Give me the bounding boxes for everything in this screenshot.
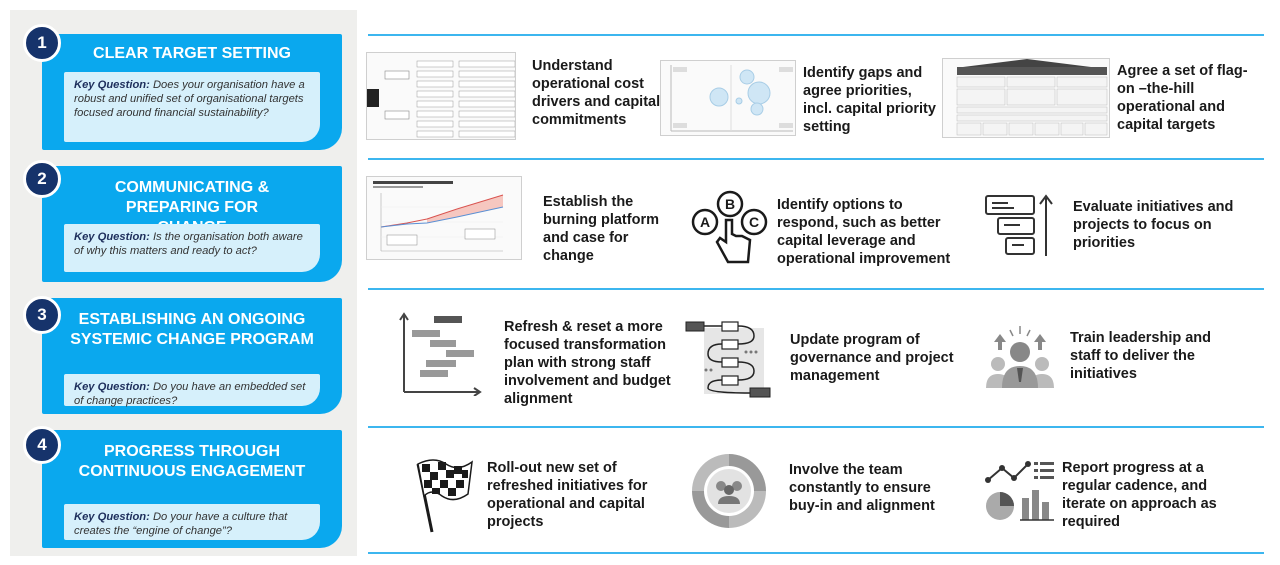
stage-1-number-badge: 1 bbox=[23, 24, 61, 62]
priority-list-icon bbox=[984, 192, 1058, 260]
bubble-chart-thumbnail bbox=[660, 60, 796, 136]
row-divider-3 bbox=[368, 426, 1264, 428]
stage-3-title: ESTABLISHING AN ONGOING SYSTEMIC CHANGE … bbox=[70, 311, 314, 348]
report-dashboard-icon bbox=[984, 458, 1056, 524]
row-3-item-1-text: Refresh & reset a more focused transform… bbox=[504, 319, 671, 407]
target-table-thumbnail bbox=[942, 58, 1110, 138]
flowchart-thumbnail bbox=[366, 52, 516, 140]
stage-4-card: PROGRESS THROUGH CONTINUOUS ENGAGEMENT K… bbox=[42, 430, 342, 548]
stage-1-title: CLEAR TARGET SETTING bbox=[93, 45, 291, 62]
row-divider-top bbox=[368, 34, 1264, 36]
stage-4-title: PROGRESS THROUGH CONTINUOUS ENGAGEMENT bbox=[78, 443, 306, 480]
row-1-item-2-text: Identify gaps and agree priorities, incl… bbox=[803, 65, 936, 135]
stage-1-key-question: Key Question: Does your organisation hav… bbox=[64, 72, 320, 142]
row-4-item-3-text: Report progress at a regular cadence, an… bbox=[1062, 460, 1217, 530]
stage-2-title: COMMUNICATING & PREPARING FOR CHANGE bbox=[114, 179, 270, 236]
svg-text:C: C bbox=[749, 214, 759, 230]
stage-2-card: COMMUNICATING & PREPARING FOR CHANGE Key… bbox=[42, 166, 342, 282]
row-1-item-1-text: Understand operational cost drivers and … bbox=[532, 58, 661, 128]
row-2-item-3-text: Evaluate initiatives and projects to foc… bbox=[1073, 199, 1234, 251]
row-4-item-1-text: Roll-out new set of refreshed initiative… bbox=[487, 460, 648, 530]
svg-text:A: A bbox=[700, 214, 710, 230]
row-1-item-3-text: Agree a set of flag-on –the-hill operati… bbox=[1117, 63, 1248, 133]
row-2-item-2-text: Identify options to respond, such as bet… bbox=[777, 197, 951, 267]
stage-3-number-badge: 3 bbox=[23, 296, 61, 334]
stage-4-number-badge: 4 bbox=[23, 426, 61, 464]
row-divider-1 bbox=[368, 158, 1264, 160]
line-chart-thumbnail bbox=[366, 176, 522, 260]
row-divider-bottom bbox=[368, 552, 1264, 554]
stage-4-key-question: Key Question: Do your have a culture tha… bbox=[64, 504, 320, 540]
leader-team-icon bbox=[984, 324, 1056, 390]
stage-2-key-question: Key Question: Is the organisation both a… bbox=[64, 224, 320, 272]
abc-choice-icon: A B C bbox=[690, 190, 770, 270]
stage-3-card: ESTABLISHING AN ONGOING SYSTEMIC CHANGE … bbox=[42, 298, 342, 414]
row-2-item-1-text: Establish the burning platform and case … bbox=[543, 194, 659, 264]
gantt-chart-icon bbox=[398, 312, 482, 397]
process-flow-icon bbox=[684, 318, 774, 402]
stage-1-card: CLEAR TARGET SETTING Key Question: Does … bbox=[42, 34, 342, 150]
stage-2-number-badge: 2 bbox=[23, 160, 61, 198]
row-3-item-3-text: Train leadership and staff to deliver th… bbox=[1070, 330, 1212, 382]
row-3-item-2-text: Update program of governance and project… bbox=[790, 332, 954, 384]
team-cycle-icon bbox=[688, 450, 770, 532]
stage-3-key-question: Key Question: Do you have an embedded se… bbox=[64, 374, 320, 407]
row-4-item-2-text: Involve the team constantly to ensure bu… bbox=[789, 462, 935, 514]
checkered-flag-icon bbox=[410, 454, 476, 534]
row-divider-2 bbox=[368, 288, 1264, 290]
svg-text:B: B bbox=[725, 196, 735, 212]
